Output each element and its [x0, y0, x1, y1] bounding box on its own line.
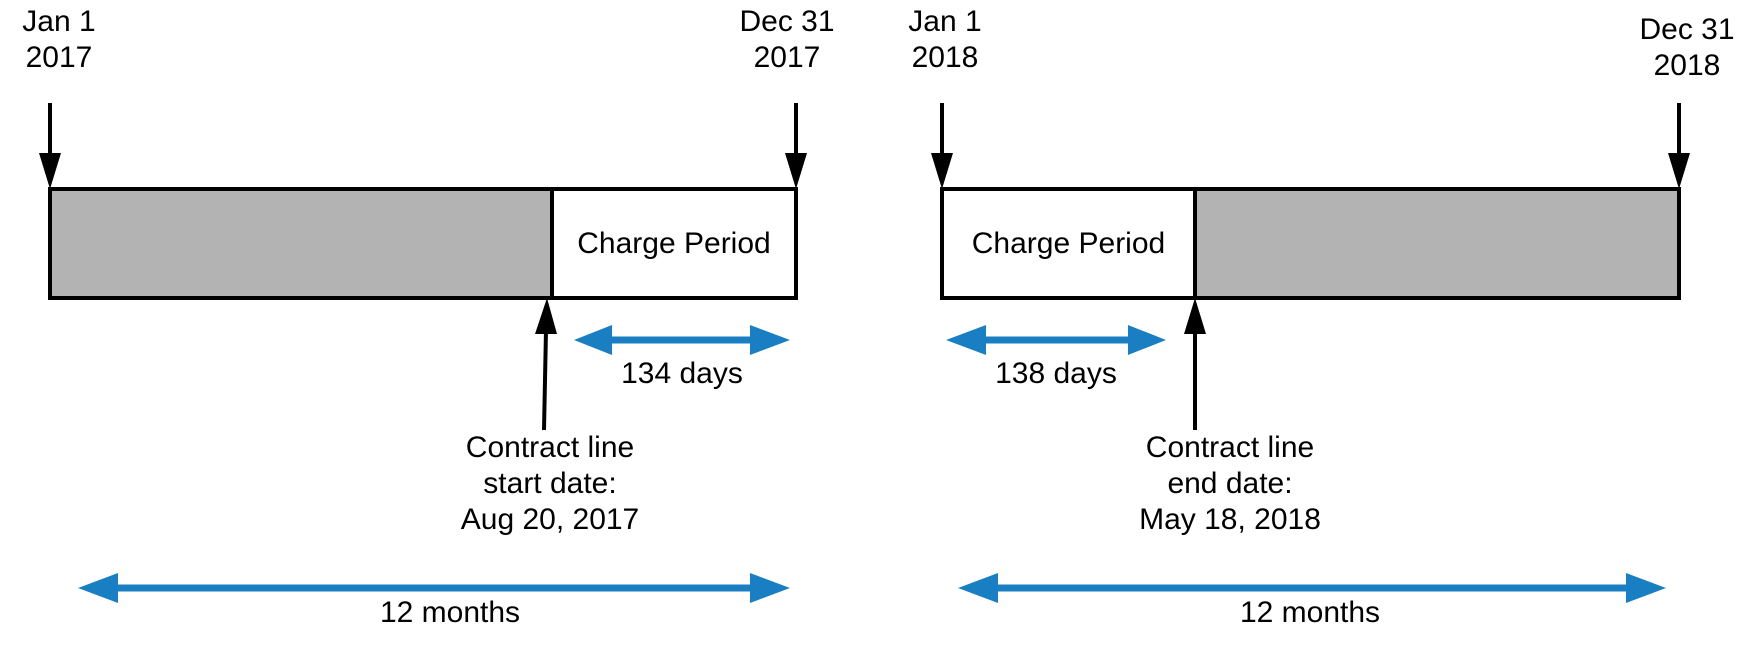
timeline-2017-charge-period-box	[550, 187, 798, 300]
timeline-2018-start-arrow	[931, 103, 953, 189]
contract-end-marker-arrow	[1184, 298, 1206, 430]
timeline-2018-end-arrow	[1668, 103, 1690, 189]
timeline-2017-start-label: Jan 1 2017	[22, 5, 96, 74]
span-12-months-label-2018: 12 months	[1239, 596, 1381, 629]
timeline-2018-start-label: Jan 1 2018	[908, 5, 982, 74]
duration-134-days-label: 134 days	[621, 357, 743, 390]
timeline-2017-charge-period-label: Charge Period	[577, 227, 771, 260]
span-12-months-arrow-2018	[958, 573, 1666, 603]
contract-start-marker-arrow	[535, 298, 557, 431]
span-12-months-arrow-2017	[78, 573, 790, 603]
timeline-2017-end-label: Dec 31 2017	[739, 5, 835, 74]
duration-138-days-arrow	[946, 325, 1166, 355]
span-12-months-label-2017: 12 months	[379, 596, 521, 629]
timeline-2017-start-arrow	[39, 103, 61, 189]
timeline-2018-charge-period-label: Charge Period	[971, 227, 1166, 260]
timeline-2017-end-arrow	[785, 103, 807, 189]
timeline-2018-inactive-segment	[1193, 187, 1681, 300]
contract-end-date-label: Contract line end date: May 18, 2018	[1139, 431, 1321, 536]
duration-138-days-label: 138 days	[995, 357, 1117, 390]
timeline-2017-inactive-segment	[48, 187, 554, 300]
timeline-2018-end-label: Dec 31 2018	[1639, 13, 1735, 82]
contract-start-date-label: Contract line start date: Aug 20, 2017	[460, 431, 640, 536]
duration-134-days-arrow	[574, 325, 790, 355]
